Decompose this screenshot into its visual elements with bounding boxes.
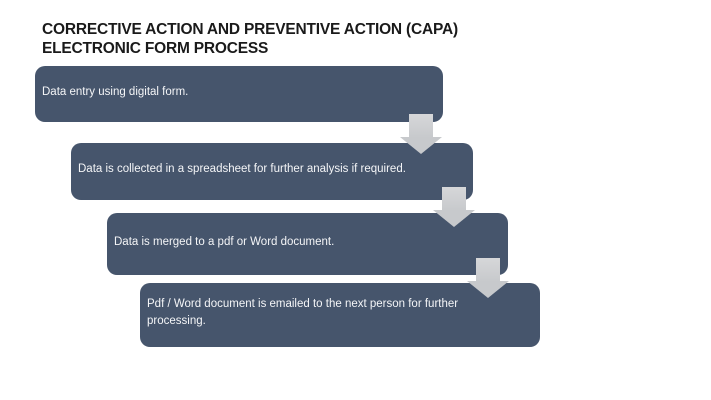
arrow-stem — [409, 114, 433, 138]
slide-title: CORRECTIVE ACTION AND PREVENTIVE ACTION … — [42, 20, 522, 58]
arrow-head — [467, 281, 509, 298]
arrow-stem — [442, 187, 466, 211]
slide-title-line-2: ELECTRONIC FORM PROCESS — [42, 40, 269, 57]
arrow-stem — [476, 258, 500, 282]
arrow-head — [433, 210, 475, 227]
process-step-1: Data entry using digital form. — [35, 66, 443, 122]
process-step-2-label: Data is collected in a spreadsheet for f… — [78, 163, 406, 175]
slide-title-line-1: CORRECTIVE ACTION AND PREVENTIVE ACTION … — [42, 21, 458, 38]
process-step-3-label: Data is merged to a pdf or Word document… — [114, 235, 335, 248]
process-step-4-label: Pdf / Word document is emailed to the ne… — [147, 298, 459, 327]
process-step-1-label: Data entry using digital form. — [42, 85, 189, 98]
arrow-head — [400, 137, 442, 154]
